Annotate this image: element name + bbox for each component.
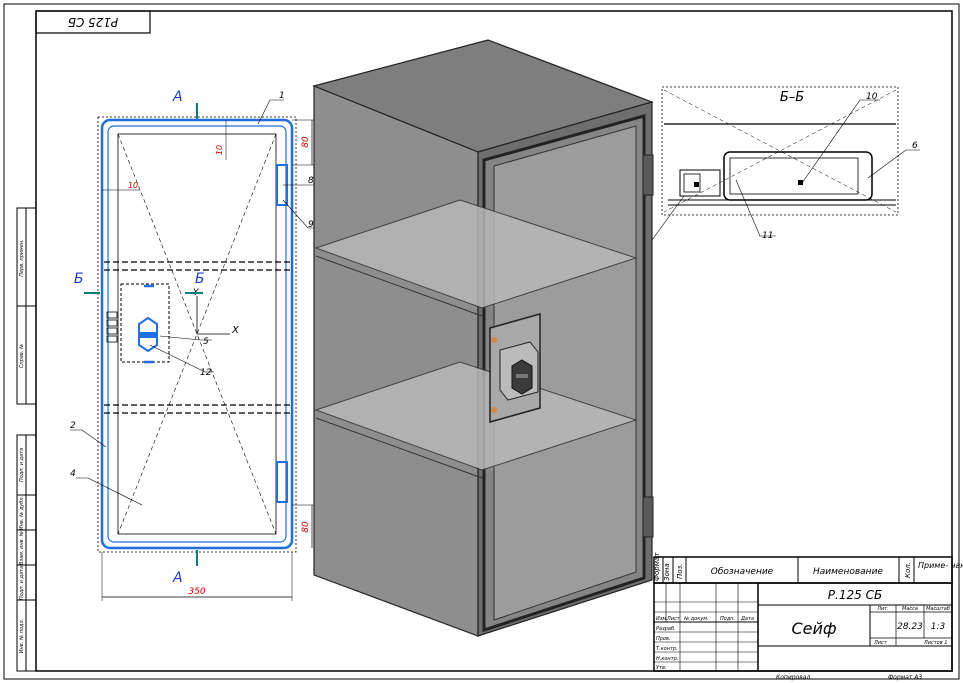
callout-5: 5 <box>203 337 209 347</box>
stamp-checked: Пров. <box>656 636 671 642</box>
side-label-podp1: Подп. и дата <box>19 448 25 482</box>
spec-col-zone: Зона <box>663 563 671 581</box>
footer-copied: Копировал <box>776 674 810 681</box>
front-outline <box>100 118 294 550</box>
callout-10: 10 <box>866 92 878 102</box>
stamp-ncontrol: Н.контр. <box>656 656 678 662</box>
callout-9: 9 <box>308 220 314 230</box>
front-view: X Y А А Б Б 350 80 80 10 10 <box>70 89 318 601</box>
tb-scale: 1:3 <box>931 622 946 632</box>
side-label-inv-podl: Инв. № подл. <box>19 619 25 654</box>
stamp-sign: Подп. <box>720 616 735 622</box>
stamp-change: Изм. <box>656 616 668 622</box>
callout-8: 8 <box>308 176 314 186</box>
tb-designation: Р.125 СБ <box>828 588 882 602</box>
tb-sheet-label: Лист <box>873 640 888 646</box>
section-b-right: Б <box>195 271 205 287</box>
tb-mass-label: Масса <box>902 606 918 612</box>
dim-10a: 10 <box>215 145 224 155</box>
side-label-sprav: Справ. № <box>19 344 25 368</box>
callout-11: 11 <box>762 231 773 241</box>
section-bb-title: Б–Б <box>780 90 804 105</box>
side-label-inv-dubl: Инв. № дубл. <box>19 496 25 530</box>
sheet-border <box>3 3 960 680</box>
tb-date: 28.23 <box>897 622 923 632</box>
dim-top-80: 80 <box>301 136 311 148</box>
left-side-stamp <box>16 207 37 672</box>
callout-1: 1 <box>279 91 285 101</box>
footer-format: Формат А3 <box>888 674 922 681</box>
dim-10b: 10 <box>128 181 138 190</box>
title-block <box>653 582 953 672</box>
stamp-tcontrol: Т.контр. <box>656 646 678 652</box>
axis-x-label: X <box>231 325 240 336</box>
tb-scale-label: Масштаб <box>926 606 950 612</box>
spec-col-designation: Обозначение <box>711 567 774 577</box>
side-label-perv: Перв. примен. <box>19 239 25 277</box>
corner-code-box: Р125 СБ <box>35 10 151 34</box>
spec-col-format: Формат <box>653 552 661 581</box>
isometric-safe <box>312 39 654 637</box>
spec-col-note: Приме- чание <box>918 561 963 570</box>
spec-col-pos: Поз. <box>676 564 684 580</box>
section-a-bottom: А <box>172 570 183 586</box>
tb-title: Сейф <box>791 619 836 638</box>
dim-bottom-80: 80 <box>301 521 311 533</box>
spec-col-qty: Кол. <box>904 562 912 578</box>
lock-outline <box>120 283 170 363</box>
spec-col-name: Наименование <box>813 567 883 577</box>
dim-width: 350 <box>188 587 205 597</box>
tb-letter-label: Лит. <box>876 606 889 612</box>
corner-code: Р125 СБ <box>68 15 119 29</box>
side-label-vzam: Взам. инв. № <box>19 531 25 565</box>
stamp-sheet: Лист <box>666 616 681 622</box>
section-a-top: А <box>172 89 183 105</box>
lock-hex <box>138 316 158 353</box>
side-label-podp2: Подп. и дата <box>19 566 25 600</box>
stamp-developed: Разраб. <box>656 626 676 632</box>
stamp-date: Дата <box>740 616 754 622</box>
section-bb-view: Б–Б 10 6 11 <box>651 86 920 241</box>
tb-sheets-label: Листов 1 <box>923 640 947 646</box>
callout-12: 12 <box>200 368 212 378</box>
callout-6: 6 <box>912 141 918 151</box>
stamp-doc-no: № докум. <box>683 616 709 622</box>
section-b-left: Б <box>74 271 84 287</box>
stamp-approved: Утв. <box>656 665 667 671</box>
callout-4: 4 <box>70 469 76 479</box>
callout-2: 2 <box>70 421 76 431</box>
